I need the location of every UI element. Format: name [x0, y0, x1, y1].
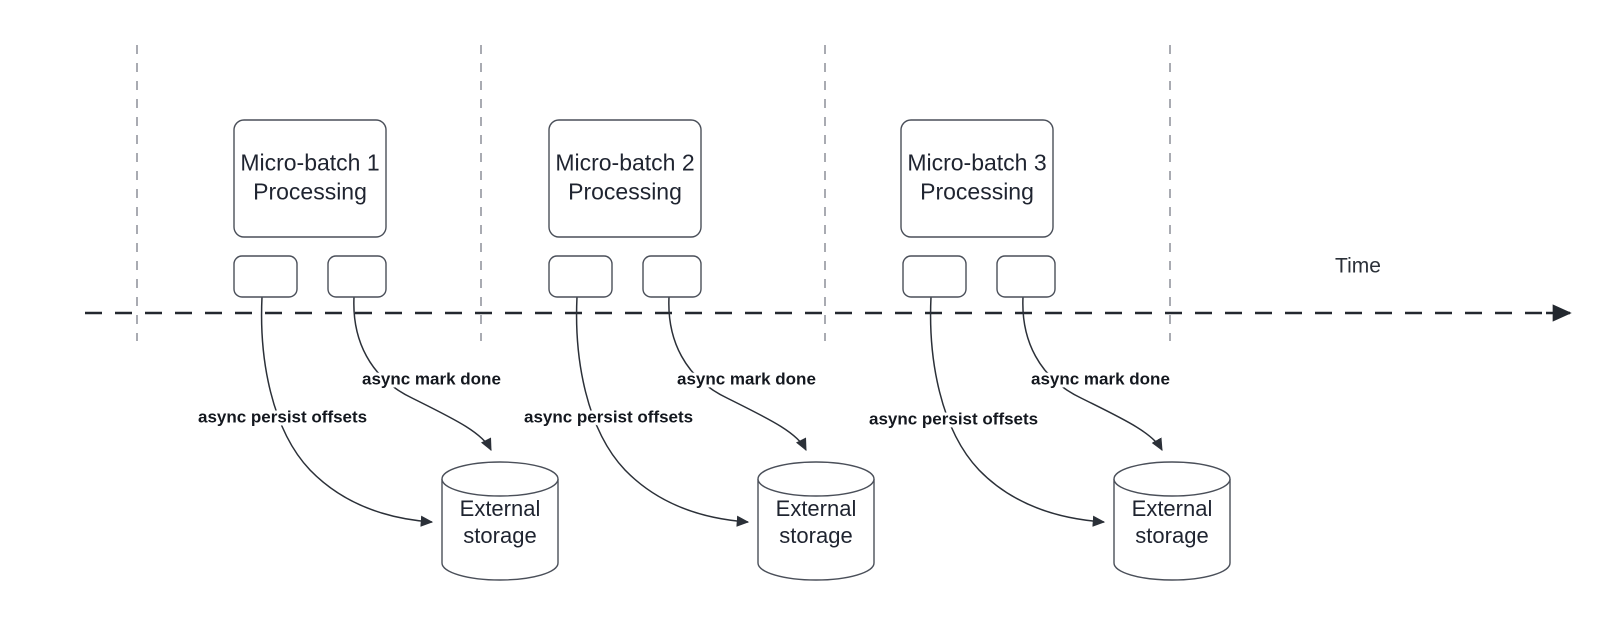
- offset-commit-task-1[interactable]: [233, 255, 298, 298]
- micro-batch-label-line2-3: Processing: [920, 179, 1034, 205]
- timeline-tick-group: [136, 45, 1171, 341]
- external-storage-top-2[interactable]: [757, 461, 875, 497]
- external-storage-top-1[interactable]: [441, 461, 559, 497]
- micro-batch-box-1[interactable]: [233, 119, 387, 238]
- async-persist-offsets-2-path: [575, 296, 750, 527]
- external-storage-body-3[interactable]: [1113, 479, 1231, 581]
- external-storage-top-3[interactable]: [1113, 461, 1231, 497]
- async-mark-done-1-label: async mark done: [362, 369, 501, 388]
- async-mark-done-2-path: [668, 296, 807, 452]
- micro-batch-label-line2-2: Processing: [568, 179, 682, 205]
- async-mark-done-1-label-halo: async mark done: [362, 369, 501, 388]
- async-mark-done-3-path: [1022, 296, 1163, 451]
- micro-batch-label-line1-1: Micro-batch 1: [240, 150, 379, 176]
- micro-batch-box-3[interactable]: [900, 119, 1054, 238]
- external-storage-body-1[interactable]: [441, 479, 559, 581]
- external-storage-label-line2-2: storage: [779, 523, 852, 548]
- offset-commit-task-3[interactable]: [902, 255, 967, 298]
- async-persist-offsets-1-path: [260, 296, 434, 527]
- async-persist-offsets-3-label-halo: async persist offsets: [869, 409, 1038, 428]
- micro-batch-label-line2-1: Processing: [253, 179, 367, 205]
- async-mark-done-3-label-halo: async mark done: [1031, 369, 1170, 388]
- external-storage-label-line2-3: storage: [1135, 523, 1208, 548]
- external-storage-label-line1-3: External: [1132, 496, 1213, 521]
- offset-commit-task-2[interactable]: [548, 255, 613, 298]
- external-storage-body-2[interactable]: [757, 479, 875, 581]
- mark-done-task-2[interactable]: [642, 255, 702, 298]
- external-storage-label-line1-2: External: [776, 496, 857, 521]
- mark-done-task-3[interactable]: [996, 255, 1056, 298]
- async-persist-offsets-1-label: async persist offsets: [198, 407, 367, 426]
- external-storage-label-line2-1: storage: [463, 523, 536, 548]
- micro-batch-label-line1-2: Micro-batch 2: [555, 150, 694, 176]
- async-mark-done-3-label: async mark done: [1031, 369, 1170, 388]
- async-mark-done-1-path: [353, 296, 492, 452]
- node-group: Micro-batch 1ProcessingExternalstorageMi…: [233, 119, 1231, 581]
- async-persist-offsets-2-label-halo: async persist offsets: [524, 407, 693, 426]
- mark-done-task-1[interactable]: [327, 255, 387, 298]
- edge-label-group: async persist offsets async persist offse…: [195, 366, 1173, 431]
- async-mark-done-2-label-halo: async mark done: [677, 369, 816, 388]
- async-mark-done-2-label: async mark done: [677, 369, 816, 388]
- async-persist-offsets-1-label-halo: async persist offsets: [198, 407, 367, 426]
- external-storage-label-line1-1: External: [460, 496, 541, 521]
- async-persist-offsets-2-label: async persist offsets: [524, 407, 693, 426]
- time-axis-label: Time: [1335, 255, 1381, 278]
- flow-edge-group: [260, 296, 1163, 527]
- micro-batch-box-2[interactable]: [548, 119, 702, 238]
- micro-batch-label-line1-3: Micro-batch 3: [907, 150, 1046, 176]
- async-persist-offsets-3-path: [929, 296, 1106, 527]
- timeline-axis-group: Time: [85, 255, 1572, 322]
- async-persist-offsets-3-label: async persist offsets: [869, 409, 1038, 428]
